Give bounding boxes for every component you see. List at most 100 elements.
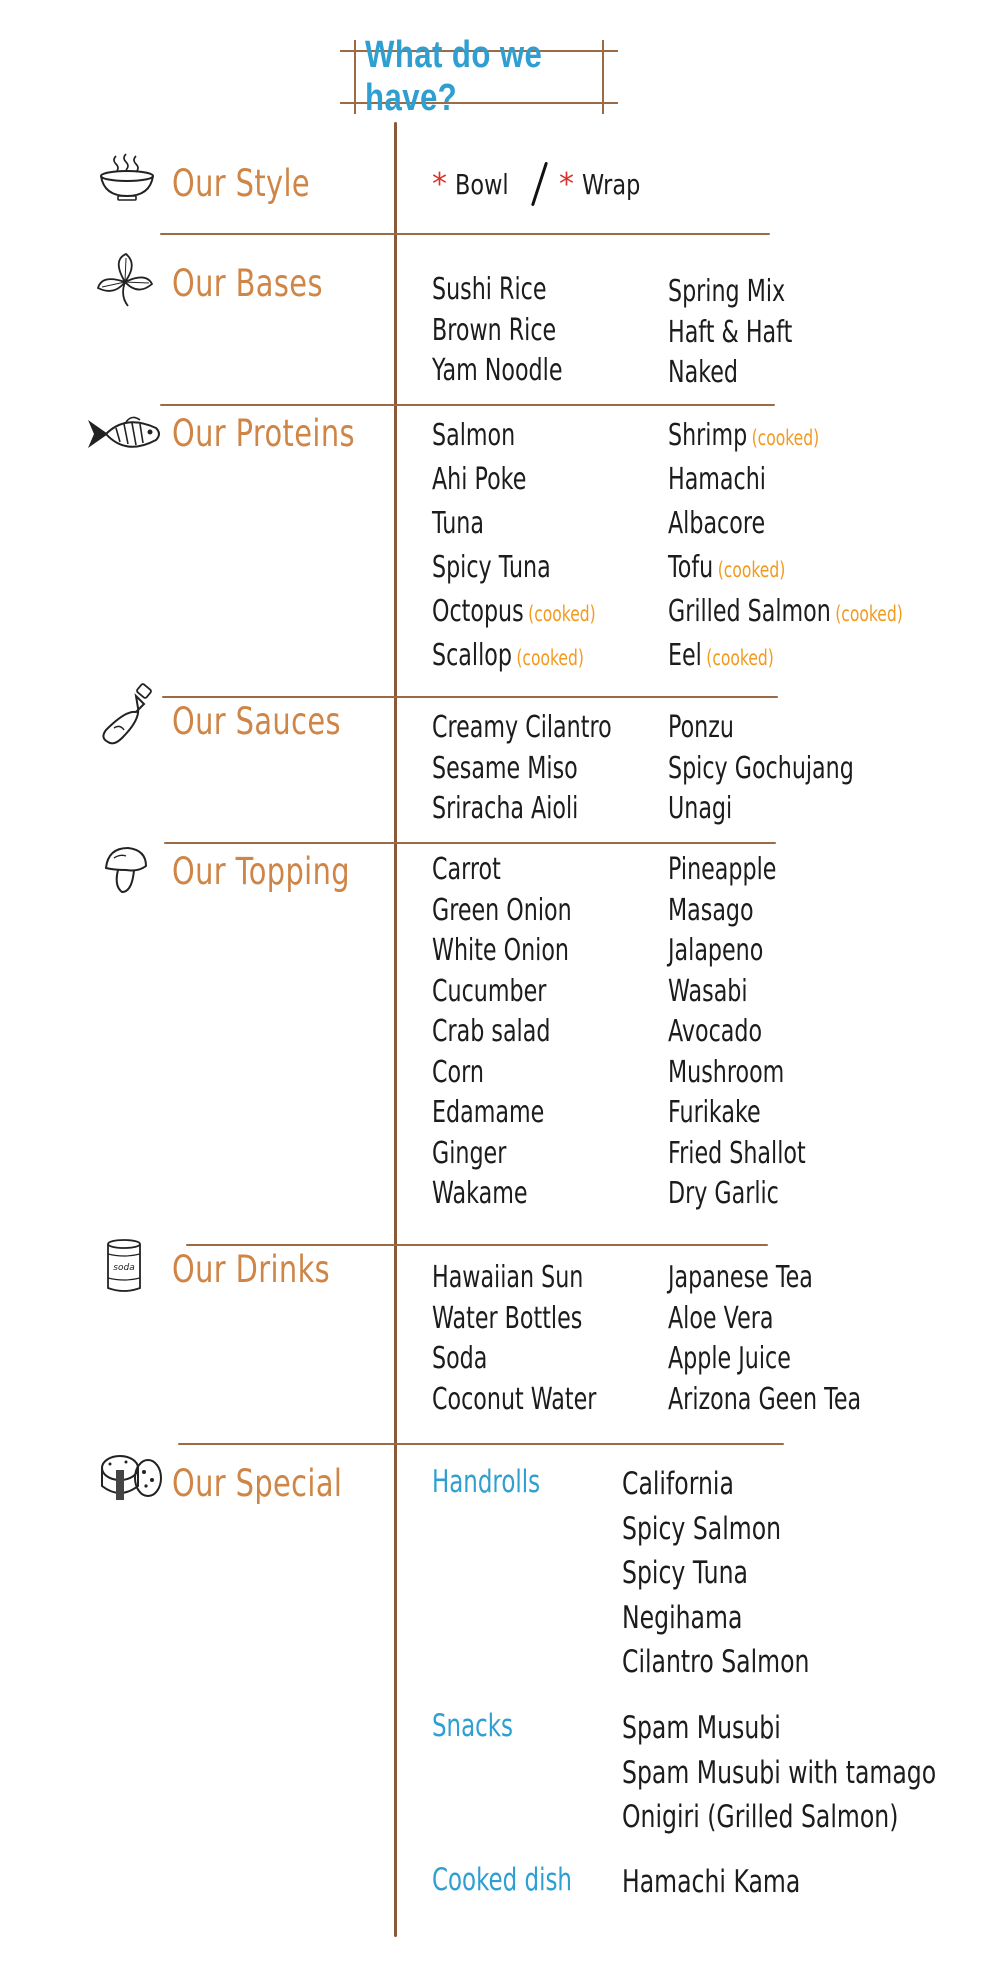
list-item: Grilled Salmon(cooked): [668, 594, 903, 629]
section-divider: [178, 1443, 784, 1445]
list-item: Octopus(cooked): [432, 594, 596, 629]
section-heading-topping: Our Topping: [172, 850, 350, 893]
list-item: California: [622, 1466, 734, 1502]
section-divider: [160, 233, 770, 235]
list-item: Spring Mix: [668, 274, 786, 309]
list-item: Brown Rice: [432, 312, 557, 348]
soda-can-icon: soda: [107, 1239, 141, 1292]
style-option-bowl: Bowl: [455, 167, 509, 201]
page-title: What do we have?: [365, 34, 543, 119]
list-item: Negihama: [622, 1599, 743, 1636]
bases-list-left: Sushi Rice Brown Rice Yam Noodle: [432, 270, 608, 392]
list-item: Carrot: [432, 852, 501, 887]
list-item: Sushi Rice: [432, 272, 547, 307]
list-item: Corn: [432, 1054, 484, 1090]
topping-list-left: Carrot Green Onion White Onion Cucumber …: [432, 850, 621, 1215]
section-divider: [186, 1244, 768, 1246]
sauces-list-right: Ponzu Spicy Gochujang Unagi: [668, 708, 919, 830]
section-divider: [162, 696, 778, 698]
list-item: Jalapeno: [668, 933, 764, 968]
proteins-list-left: Salmon Ahi Poke Tuna Spicy Tuna Octopus(…: [432, 414, 653, 678]
leaf-icon: [96, 252, 154, 307]
list-item: Eel(cooked): [668, 638, 774, 673]
list-item: Onigiri (Grilled Salmon): [622, 1799, 899, 1835]
section-heading-special: Our Special: [172, 1462, 343, 1505]
fish-icon: [88, 416, 160, 448]
list-item: White Onion: [432, 933, 569, 968]
sauces-list-left: Creamy Cilantro Sesame Miso Sriracha Aio…: [432, 708, 675, 830]
list-item: Hawaiian Sun: [432, 1260, 584, 1295]
list-item: Shrimp(cooked): [668, 418, 820, 453]
list-item: Spicy Gochujang: [668, 750, 854, 786]
list-item: Spicy Salmon: [622, 1510, 782, 1547]
list-item: Spam Musubi: [622, 1710, 781, 1746]
list-item: Fried Shallot: [668, 1135, 806, 1171]
list-item: Avocado: [668, 1014, 763, 1049]
list-item: Wakame: [432, 1176, 528, 1211]
sushi-roll-icon: [101, 1455, 162, 1500]
asterisk-icon: *: [432, 166, 447, 202]
special-group-cooked-dish: Cooked dish: [432, 1862, 572, 1898]
drinks-list-left: Hawaiian Sun Water Bottles Soda Coconut …: [432, 1258, 654, 1420]
snacks-list: Spam Musubi Spam Musubi with tamago Onig…: [622, 1706, 1000, 1840]
list-item: Dry Garlic: [668, 1176, 779, 1211]
bases-list-right: Spring Mix Haft & Haft Naked: [668, 272, 836, 394]
list-item: Haft & Haft: [668, 314, 793, 350]
list-item: Hamachi Kama: [622, 1864, 801, 1900]
list-item: Ginger: [432, 1135, 507, 1171]
list-item: Salmon: [432, 418, 516, 453]
list-item: Spicy Tuna: [622, 1555, 748, 1591]
list-item: Naked: [668, 355, 739, 390]
list-item: Creamy Cilantro: [432, 710, 612, 745]
list-item: Sesame Miso: [432, 750, 578, 786]
mushroom-icon: [104, 846, 148, 894]
list-item: Ahi Poke: [432, 462, 527, 497]
list-item: Water Bottles: [432, 1300, 583, 1336]
list-item: Aloe Vera: [668, 1300, 774, 1336]
list-item: Green Onion: [432, 892, 572, 928]
special-group-snacks: Snacks: [432, 1708, 514, 1744]
list-item: Masago: [668, 892, 754, 928]
handrolls-list: California Spicy Salmon Spicy Tuna Negih…: [622, 1462, 869, 1685]
list-item: Soda: [432, 1341, 488, 1376]
topping-list-right: Pineapple Masago Jalapeno Wasabi Avocado…: [668, 850, 854, 1215]
style-option-wrap: Wrap: [582, 167, 641, 201]
can-label: soda: [113, 1263, 134, 1273]
section-heading-style: Our Style: [172, 162, 311, 205]
list-item: Albacore: [668, 506, 766, 541]
list-item: Sriracha Aioli: [432, 791, 579, 826]
bottle-icon: [102, 683, 152, 745]
list-item: Unagi: [668, 791, 733, 826]
list-item: Wasabi: [668, 973, 748, 1009]
title-box: What do we have?: [340, 34, 618, 119]
section-heading-bases: Our Bases: [172, 262, 323, 305]
drinks-list-right: Japanese Tea Aloe Vera Apple Juice Arizo…: [668, 1258, 929, 1420]
list-item: Tuna: [432, 506, 484, 541]
list-item: Japanese Tea: [668, 1260, 813, 1295]
bowl-icon: [100, 153, 154, 201]
section-divider: [160, 404, 775, 406]
list-item: Scallop(cooked): [432, 638, 584, 673]
list-item: Cilantro Salmon: [622, 1644, 810, 1680]
list-item: Apple Juice: [668, 1341, 791, 1376]
center-divider: [394, 122, 397, 1937]
proteins-list-right: Shrimp(cooked) Hamachi Albacore Tofu(coo…: [668, 414, 985, 678]
slash-divider: [530, 161, 549, 207]
list-item: Yam Noodle: [432, 353, 563, 388]
list-item: Furikake: [668, 1095, 761, 1130]
section-heading-drinks: Our Drinks: [172, 1248, 331, 1291]
list-item: Mushroom: [668, 1054, 785, 1090]
list-item: Hamachi: [668, 462, 766, 497]
section-heading-proteins: Our Proteins: [172, 412, 355, 455]
section-heading-sauces: Our Sauces: [172, 700, 341, 743]
section-divider: [164, 842, 776, 844]
list-item: Coconut Water: [432, 1381, 597, 1417]
cooked-dish-list: Hamachi Kama: [622, 1860, 857, 1905]
list-item: Spam Musubi with tamago: [622, 1754, 937, 1791]
list-item: Tofu(cooked): [668, 550, 786, 585]
list-item: Spicy Tuna: [432, 550, 551, 585]
list-item: Ponzu: [668, 710, 734, 745]
list-item: Arizona Geen Tea: [668, 1381, 862, 1417]
special-group-handrolls: Handrolls: [432, 1464, 541, 1500]
